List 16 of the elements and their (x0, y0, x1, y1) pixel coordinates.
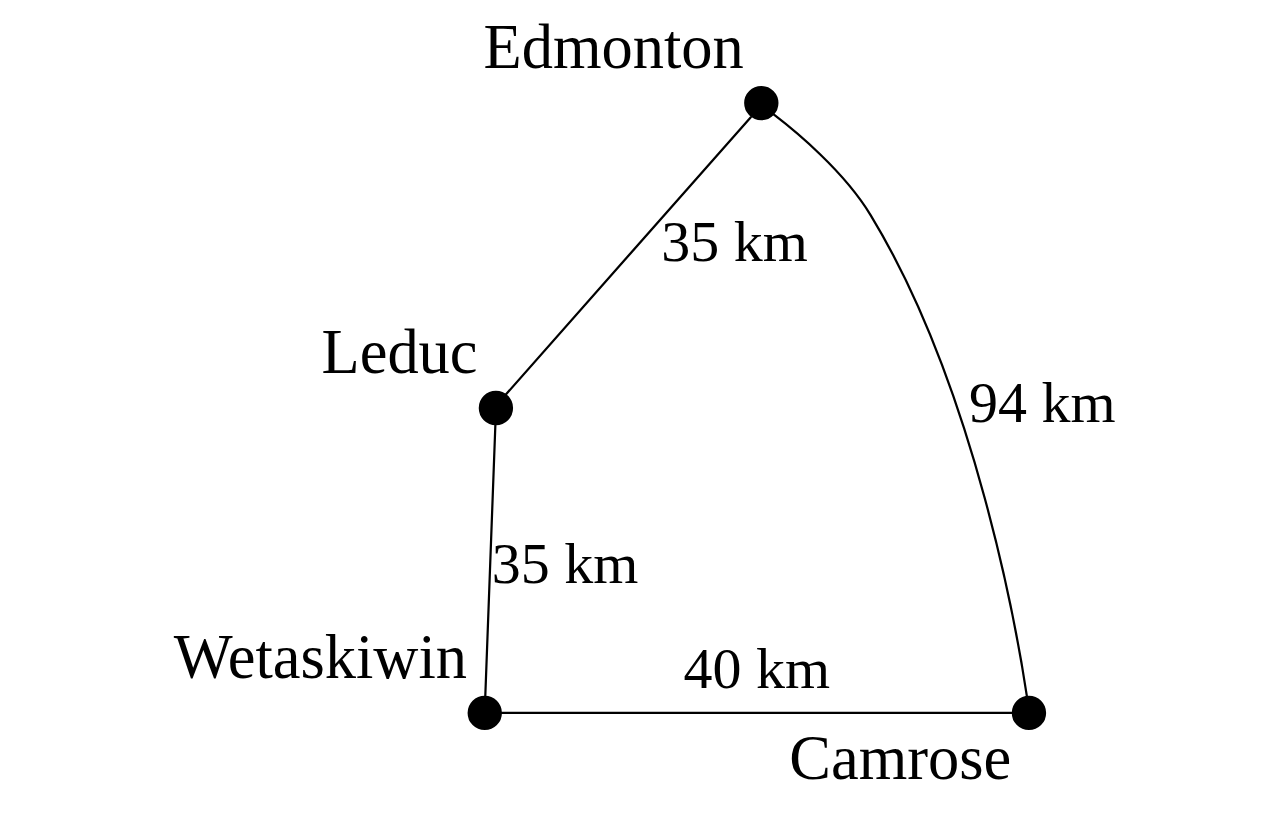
node-label: Wetaskiwin (173, 621, 467, 692)
node-circle (1011, 695, 1046, 730)
connector (504, 115, 752, 396)
node-circle (467, 695, 502, 730)
edge-label: 40 km (683, 635, 830, 701)
edge-label: 35 km (491, 530, 638, 596)
connector (500, 711, 1012, 714)
edge-label: 35 km (660, 208, 808, 274)
edge-label: 94 km (968, 369, 1116, 435)
node-circle (743, 85, 778, 120)
node-label: Camrose (788, 722, 1011, 793)
connector (483, 424, 496, 696)
connector (772, 112, 1028, 697)
node-circle (478, 390, 513, 425)
node-label: Edmonton (483, 11, 744, 82)
node-label: Leduc (321, 316, 478, 387)
